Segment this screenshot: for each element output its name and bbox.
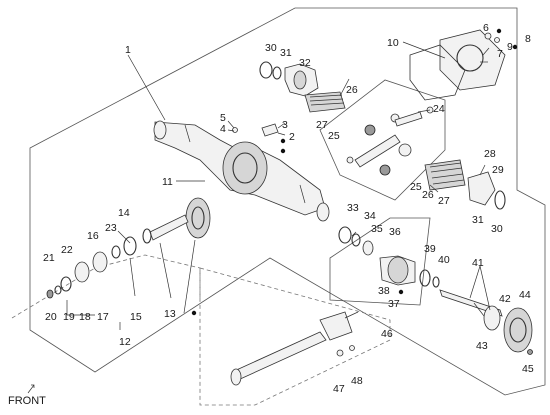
clutch-pack-right (424, 159, 506, 210)
label-part-25-top: 25 (328, 130, 340, 142)
label-part-10: 10 (387, 37, 399, 49)
label-part-22: 22 (61, 244, 73, 256)
label-part-5: 5 (220, 112, 226, 124)
label-part-41: 41 (472, 257, 484, 269)
propshaft-frame (199, 267, 391, 406)
label-part-42: 42 (499, 293, 511, 305)
label-part-20: 20 (45, 311, 57, 323)
label-part-40: 40 (438, 254, 450, 266)
label-part-32: 32 (299, 57, 311, 69)
label-part-27-right: 27 (438, 195, 450, 207)
label-part-23: 23 (105, 222, 117, 234)
propeller-shaft (230, 311, 355, 386)
label-part-24: 24 (433, 103, 445, 115)
label-part-47: 47 (333, 383, 345, 395)
rear-cover (409, 29, 506, 101)
label-part-12: 12 (119, 336, 131, 348)
output-frame (329, 217, 431, 306)
pinion-seal-stack-top (259, 61, 319, 97)
label-part-9: 9 (507, 41, 513, 53)
label-part-14: 14 (118, 207, 130, 219)
label-part-36: 36 (389, 226, 401, 238)
pinion-bearing-stack (46, 236, 137, 299)
label-part-33: 33 (347, 202, 359, 214)
label-part-17: 17 (97, 311, 109, 323)
label-part-15: 15 (130, 311, 142, 323)
breather-parts (232, 123, 279, 137)
label-part-26-right: 26 (422, 189, 434, 201)
label-part-13: 13 (164, 308, 176, 320)
label-part-38: 38 (378, 285, 390, 297)
label-part-25-right: 25 (410, 181, 422, 193)
label-part-48: 48 (351, 375, 363, 387)
label-part-37: 37 (388, 298, 400, 310)
front-label: FRONT (8, 395, 46, 407)
output-flange (338, 226, 440, 288)
label-part-35: 35 (371, 223, 383, 235)
label-part-31-top: 31 (280, 47, 292, 59)
label-part-45: 45 (522, 363, 534, 375)
label-part-39: 39 (424, 243, 436, 255)
label-part-26-top: 26 (346, 84, 358, 96)
front-output-frame (11, 254, 201, 319)
label-part-4: 4 (220, 123, 226, 135)
differential-frame (319, 79, 446, 201)
axle-housing (153, 120, 330, 222)
label-part-1: 1 (125, 44, 131, 56)
clutch-pack-top (304, 91, 346, 113)
label-part-34: 34 (364, 210, 376, 222)
leader-lines (66, 41, 491, 330)
part-labels: 1 2 3 4 5 6 7 8 9 10 11 12 13 14 15 16 1… (43, 22, 534, 395)
label-part-18: 18 (79, 311, 91, 323)
label-part-31-right: 31 (472, 214, 484, 226)
label-part-29: 29 (492, 164, 504, 176)
label-part-11: 11 (162, 176, 173, 188)
label-part-21: 21 (43, 252, 55, 264)
label-part-3: 3 (282, 119, 288, 131)
ring-gear (142, 197, 211, 244)
label-part-30-right: 30 (491, 223, 503, 235)
label-part-44: 44 (519, 289, 531, 301)
cover-bolts (480, 32, 500, 63)
marker-dots (191, 28, 518, 316)
label-part-19: 19 (63, 311, 75, 323)
label-part-28: 28 (484, 148, 496, 160)
axle-shaft (439, 289, 533, 355)
label-part-16: 16 (87, 230, 99, 242)
label-part-30-top: 30 (265, 42, 277, 54)
assembly-frame (29, 7, 546, 396)
label-part-6: 6 (483, 22, 489, 34)
label-part-43: 43 (476, 340, 488, 352)
front-indicator: FRONT (8, 384, 46, 407)
label-part-46: 46 (381, 328, 393, 340)
spider-gears (346, 106, 434, 176)
label-part-27-top: 27 (316, 119, 328, 131)
label-part-8: 8 (525, 33, 531, 45)
label-part-7: 7 (497, 48, 503, 60)
label-part-2: 2 (289, 131, 295, 143)
